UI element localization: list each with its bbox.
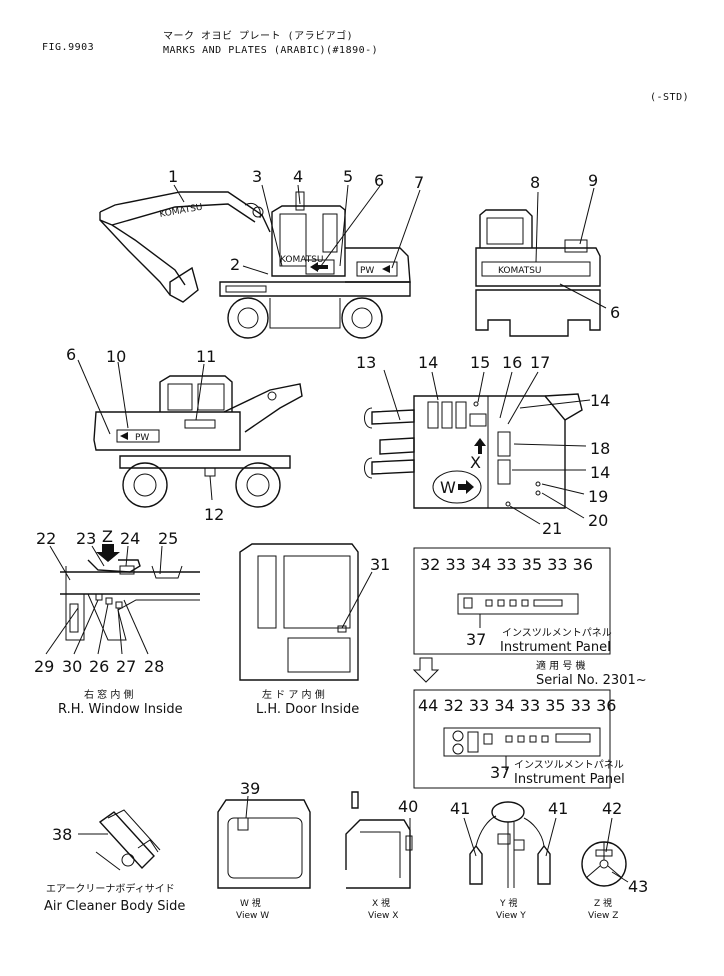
view-z-drawing: [581, 841, 627, 887]
callout-37-panel-1: 37: [466, 630, 486, 649]
callout-29: 29: [34, 657, 54, 676]
callout-2: 2: [230, 255, 240, 274]
view-x-label: View X: [368, 911, 398, 921]
view-w-label: View W: [236, 911, 269, 921]
diagram-title: MARKS AND PLATES (ARABIC)(#1890-): [163, 45, 379, 56]
callout-4: 4: [293, 167, 303, 186]
callout-43: 43: [628, 877, 648, 896]
callout-6-left: 6: [66, 345, 76, 364]
callout-28: 28: [144, 657, 164, 676]
callout-37-panel-2: 37: [490, 763, 510, 782]
callout-14-lower: 14: [590, 463, 610, 482]
view-x-drawing: [345, 791, 413, 889]
excavator-side-view: PW KOMATSU KOMATSU: [99, 191, 411, 339]
pw-plate-text: PW: [360, 266, 374, 276]
callout-31: 31: [370, 555, 390, 574]
callout-26: 26: [89, 657, 109, 676]
air-cleaner-label: Air Cleaner Body Side: [44, 899, 185, 914]
callout-14-upper: 14: [590, 391, 610, 410]
callout-30: 30: [62, 657, 82, 676]
figure-number: FIG.9903: [42, 42, 95, 53]
callout-17: 17: [530, 353, 550, 372]
view-y-jp: Y 視: [499, 897, 517, 909]
instrument-panel-2-jp: インスツルメントパネル: [514, 759, 624, 771]
callout-18: 18: [590, 439, 610, 458]
view-w-jp: W 視: [240, 897, 261, 909]
callout-8: 8: [530, 173, 540, 192]
callout-10: 10: [106, 347, 126, 366]
boom-brand-mark: KOMATSU: [159, 203, 204, 220]
instrument-panel-1-callouts: 32 33 34 33 35 33 36: [420, 555, 593, 574]
callout-3: 3: [252, 167, 262, 186]
japanese-title: マーク オヨビ プレート (アラビアゴ): [163, 31, 354, 42]
view-x-jp: X 視: [372, 897, 390, 909]
instrument-panel-1-jp: インスツルメントパネル: [502, 627, 612, 639]
view-z-label: View Z: [588, 911, 618, 921]
callout-38: 38: [52, 825, 72, 844]
callout-24: 24: [120, 529, 140, 548]
callout-41-left: 41: [450, 799, 470, 818]
view-w-drawing: [217, 799, 311, 889]
callout-6-side: 6: [374, 171, 384, 190]
callout-13: 13: [356, 353, 376, 372]
rear-brand-mark: KOMATSU: [498, 266, 542, 276]
callout-6-rear: 6: [610, 303, 620, 322]
callout-27: 27: [116, 657, 136, 676]
view-z-marker: Z: [102, 527, 113, 546]
serial-jp-label: 適 用 号 機: [536, 659, 586, 672]
side-view-leaders: [173, 184, 421, 275]
callout-19: 19: [588, 487, 608, 506]
rh-window-inside-view: Z: [60, 527, 200, 641]
callout-7: 7: [414, 173, 424, 192]
std-note: (-STD): [650, 92, 690, 103]
callout-22: 22: [36, 529, 56, 548]
rh-window-label: R.H. Window Inside: [58, 702, 183, 717]
callout-1: 1: [168, 167, 178, 186]
rh-window-jp-label: 右 窓 内 側: [84, 688, 134, 701]
lh-door-jp-label: 左 ド ア 内 側: [262, 688, 325, 701]
excavator-left-view: PW: [93, 375, 303, 508]
cab-brand-mark: KOMATSU: [280, 255, 324, 265]
callout-39: 39: [240, 779, 260, 798]
callout-16: 16: [502, 353, 522, 372]
callout-20: 20: [588, 511, 608, 530]
callout-5: 5: [343, 167, 353, 186]
instrument-panel-box-2: [413, 689, 611, 789]
callout-42: 42: [602, 799, 622, 818]
callout-25: 25: [158, 529, 178, 548]
callout-21: 21: [542, 519, 562, 538]
callout-41-right: 41: [548, 799, 568, 818]
view-y-label: View Y: [496, 911, 526, 921]
lh-door-inside-view: [239, 543, 359, 681]
callout-11: 11: [196, 347, 216, 366]
callout-23: 23: [76, 529, 96, 548]
air-cleaner-view: [95, 809, 161, 871]
excavator-rear-view: KOMATSU: [475, 209, 601, 337]
callout-15: 15: [470, 353, 490, 372]
callout-40: 40: [398, 797, 418, 816]
view-z-jp: Z 視: [594, 897, 612, 909]
down-arrow-icon: [412, 657, 440, 683]
instrument-panel-2-callouts: 44 32 33 34 33 35 33 36: [418, 696, 616, 715]
instrument-panel-1-label: Instrument Panel: [500, 640, 611, 655]
lh-door-label: L.H. Door Inside: [256, 702, 359, 717]
w-plate-letter: W: [440, 478, 456, 497]
instrument-panel-box-1: [413, 547, 611, 655]
instrument-panel-2-label: Instrument Panel: [514, 772, 625, 787]
callout-9: 9: [588, 171, 598, 190]
callout-12: 12: [204, 505, 224, 524]
view-y-drawing: [469, 801, 551, 888]
callout-14-top: 14: [418, 353, 438, 372]
view-x-marker: X: [470, 453, 481, 472]
excavator-top-view: W X: [364, 393, 583, 509]
left-pw-plate: PW: [135, 433, 149, 443]
serial-number-label: Serial No. 2301~: [536, 673, 647, 688]
air-cleaner-jp-label: エアークリーナボディサイド: [46, 882, 175, 895]
